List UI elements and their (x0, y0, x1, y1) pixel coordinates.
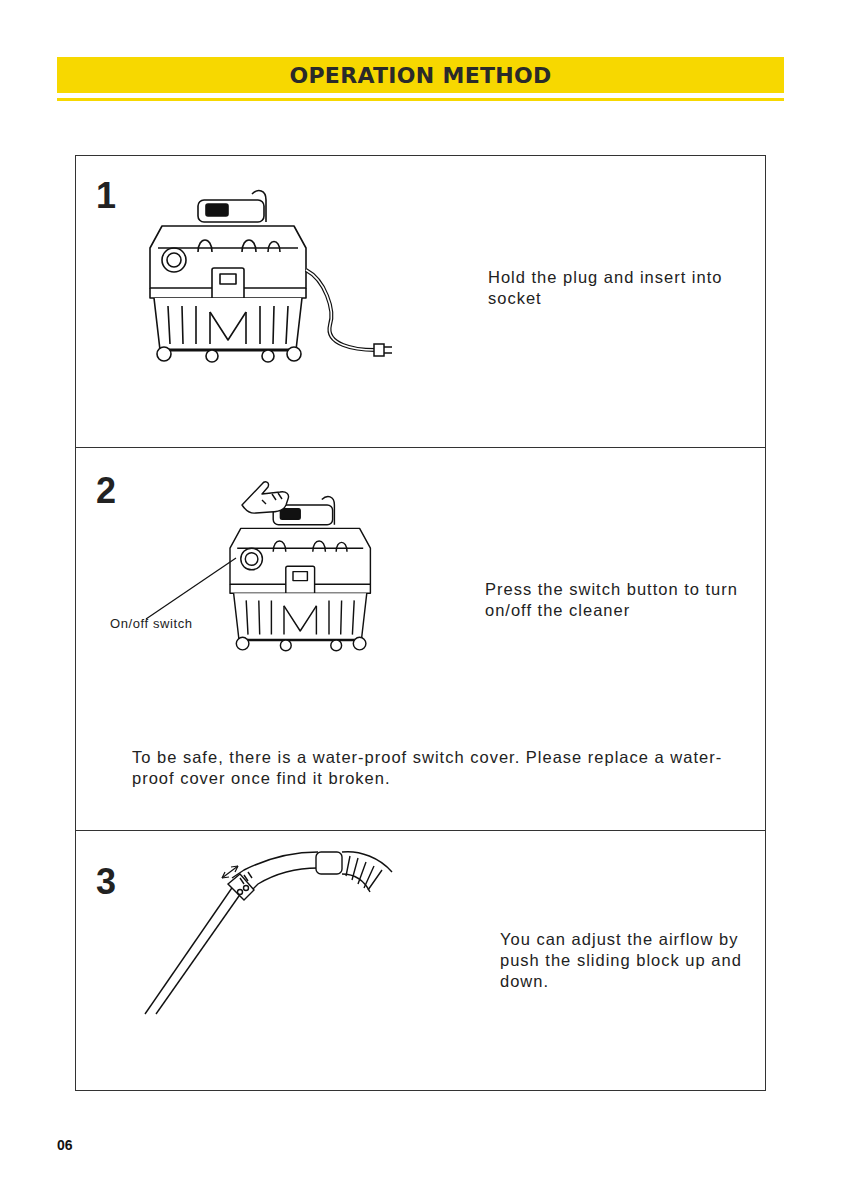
step-instruction: Press the switch button to turn on/off t… (485, 579, 755, 621)
step-number: 2 (96, 473, 156, 509)
step-number: 1 (96, 178, 156, 214)
step-panel: 2Press the switch button to turn on/off … (75, 447, 766, 831)
page-title: OPERATION METHOD (57, 57, 784, 93)
safety-note: To be safe, there is a water-proof switc… (132, 747, 732, 789)
step-number: 3 (96, 864, 156, 900)
title-banner: OPERATION METHOD (57, 57, 784, 93)
callout-label: On/off switch (110, 616, 193, 631)
page-number: 06 (57, 1137, 73, 1153)
step-instruction: Hold the plug and insert into socket (488, 267, 758, 309)
step-panel: 3You can adjust the airflow by push the … (75, 830, 766, 1091)
banner-underline (57, 98, 784, 101)
step-panel: 1Hold the plug and insert into socket (75, 155, 766, 448)
step-instruction: You can adjust the airflow by push the s… (500, 929, 750, 992)
